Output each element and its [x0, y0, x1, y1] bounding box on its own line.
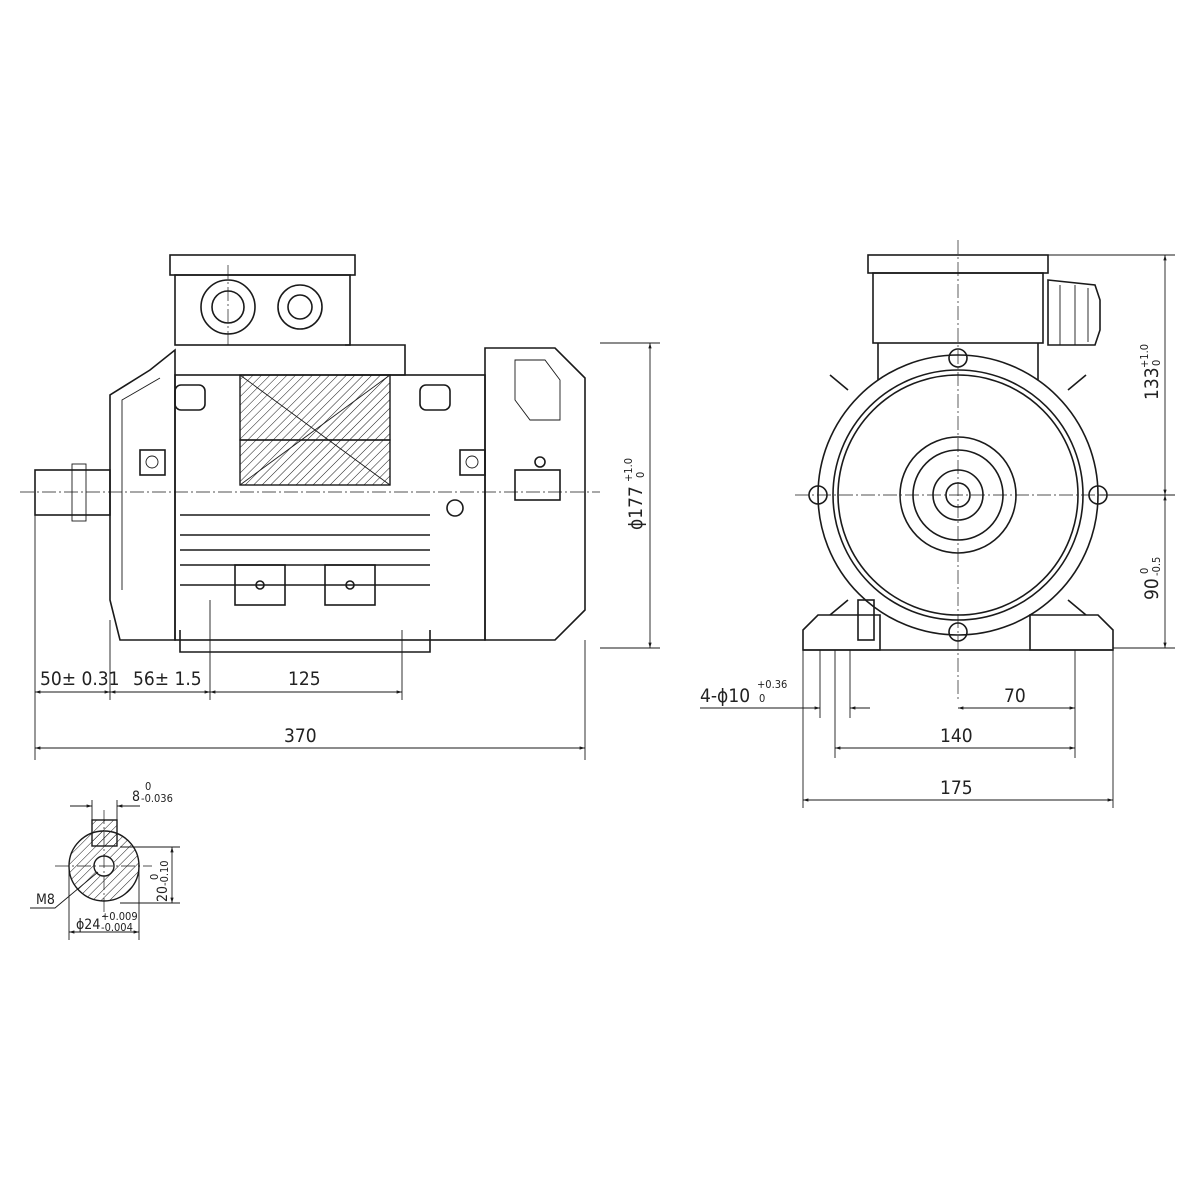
dim-foot-width: 175 — [940, 777, 973, 799]
dim-box-height-tol-upper: +1.0 — [1138, 344, 1151, 368]
dim-foot-spacing: 125 — [288, 668, 321, 690]
dim-key-width-tol-upper: 0 — [145, 780, 151, 793]
dim-mounting-holes-tol-upper: +0.36 — [757, 678, 787, 691]
side-view — [795, 240, 1125, 700]
stator-core-upper — [239, 374, 391, 441]
dim-mounting-holes: 4-ϕ10 — [700, 685, 750, 707]
front-view-dimensions: 50± 0.31 56± 1.5 125 370 ϕ177 +1.0 0 — [34, 342, 660, 760]
cooling-fins — [180, 514, 430, 586]
foot-right — [1029, 614, 1114, 651]
terminal-box-front — [169, 254, 406, 376]
dim-key-height-tol-lower: -0.10 — [158, 860, 171, 886]
dim-shaft-diameter: ϕ24 — [76, 917, 100, 933]
dim-shaft-height: 90 — [1141, 578, 1163, 600]
front-end-shield — [109, 348, 176, 641]
dim-half-foot-spacing: 70 — [1004, 685, 1026, 707]
dim-mounting-holes-tol-lower: 0 — [759, 692, 765, 705]
dim-overall-height: ϕ177 — [625, 486, 647, 530]
front-view — [20, 254, 600, 653]
dim-shaft-length: 50± 0.31 — [40, 668, 120, 690]
motor-feet — [179, 630, 431, 653]
side-view-dimensions: 133 +1.0 0 90 0 -0.5 4-ϕ10 +0.36 0 70 14… — [700, 254, 1175, 808]
dim-side-foot-spacing: 140 — [940, 725, 973, 747]
dim-overall-height-tol-upper: +1.0 — [622, 458, 635, 482]
shaft-key — [71, 463, 87, 522]
dim-shaft-height-tol-lower: -0.5 — [1150, 557, 1163, 576]
dim-key-height-tol-upper: 0 — [148, 874, 161, 880]
dim-shaft-diameter-tol-lower: -0.004 — [101, 921, 133, 934]
dim-key-height: 20 — [155, 886, 171, 902]
cable-gland — [1047, 279, 1101, 346]
dim-key-width: 8 — [132, 789, 140, 805]
key-section — [91, 819, 118, 847]
dim-key-width-tol-lower: -0.036 — [141, 792, 173, 805]
dim-shaft-height-tol-upper: 0 — [1138, 568, 1151, 574]
dim-overall-height-tol-lower: 0 — [634, 472, 647, 478]
dim-shaft-to-foot: 56± 1.5 — [133, 668, 202, 690]
dim-box-height: 133 — [1141, 367, 1163, 400]
shaft — [34, 469, 111, 516]
foot-left — [802, 614, 881, 651]
fan-cover — [484, 347, 586, 641]
dim-thread: M8 — [36, 892, 55, 908]
dim-box-height-tol-lower: 0 — [1150, 360, 1163, 366]
dim-shaft-diameter-tol-upper: +0.009 — [101, 910, 138, 923]
shaft-section: 8 0 -0.036 20 0 -0.10 M8 ϕ24 +0.009 -0.0… — [30, 780, 180, 940]
dim-overall-length: 370 — [284, 725, 317, 747]
stator-core-lower — [239, 439, 391, 486]
